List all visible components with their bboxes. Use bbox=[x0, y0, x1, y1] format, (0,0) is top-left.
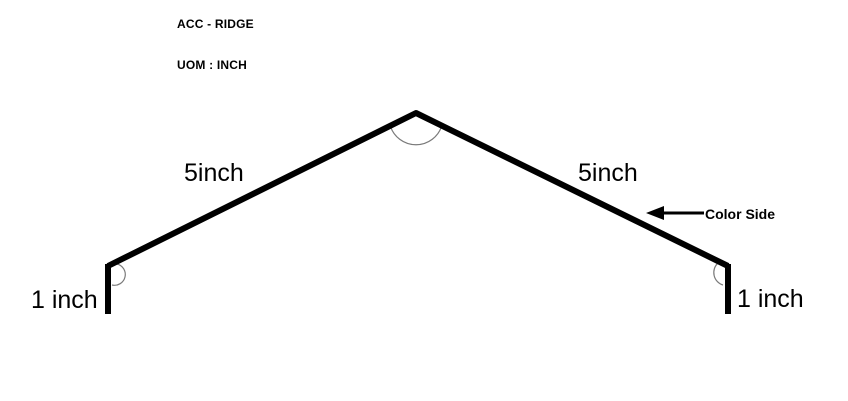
angle-arc-apex bbox=[389, 124, 443, 146]
segment-slopes bbox=[106, 110, 730, 269]
label-right-slope: 5inch bbox=[578, 159, 638, 187]
label-left-leg: 1 inch bbox=[31, 286, 98, 314]
label-left-slope: 5inch bbox=[184, 159, 244, 187]
unit-of-measure: UOM : INCH bbox=[177, 58, 247, 72]
color-side-label: Color Side bbox=[705, 206, 775, 222]
color-side-arrow-head bbox=[646, 206, 664, 220]
label-right-leg: 1 inch bbox=[737, 285, 804, 313]
diagram-title: ACC - RIDGE bbox=[177, 17, 254, 31]
angle-arc-right-bend bbox=[713, 262, 724, 286]
angle-arc-left-bend bbox=[111, 263, 126, 286]
